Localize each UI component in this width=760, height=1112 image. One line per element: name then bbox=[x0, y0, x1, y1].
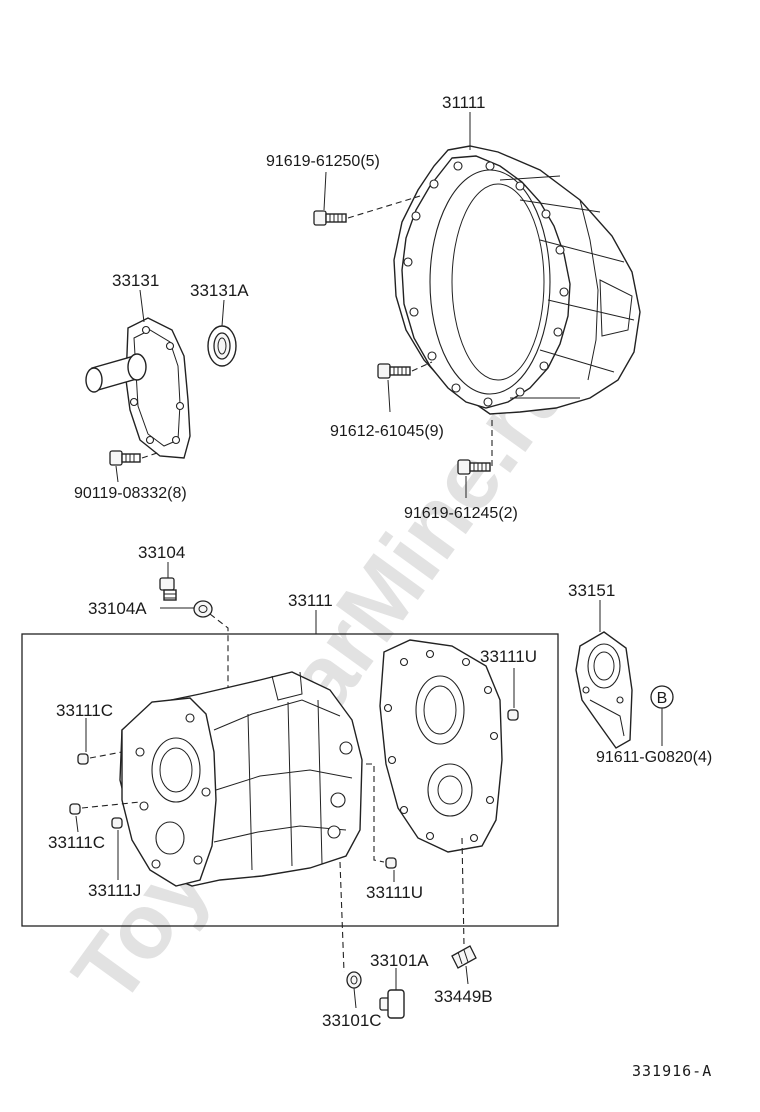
label-pin-c-top: 33111C bbox=[56, 701, 113, 720]
gasket-33101C-part bbox=[346, 971, 362, 989]
gasket-33104A-part bbox=[193, 600, 213, 618]
plug-33104-part bbox=[159, 577, 177, 601]
label-retainer: 33131 bbox=[112, 271, 159, 290]
cover-33151-part bbox=[575, 631, 633, 749]
label-pin-c-bottom: 33111C bbox=[48, 833, 105, 852]
pin-c-bottom-part bbox=[69, 803, 81, 815]
bolt-61045-part bbox=[377, 363, 411, 379]
pin-c-top-part bbox=[77, 753, 89, 765]
callout-b-marker: B bbox=[650, 685, 674, 709]
label-bolt-61245: 91619-61245(2) bbox=[404, 505, 518, 522]
drawing-code: 331916-A bbox=[632, 1062, 712, 1080]
label-oil-seal: 33131A bbox=[190, 281, 249, 300]
label-breather: 33449B bbox=[434, 987, 493, 1006]
label-bolt-g0820: 91611-G0820(4) bbox=[596, 749, 712, 766]
label-pin-u-bottom: 33111U bbox=[366, 883, 423, 902]
bell-housing-part bbox=[393, 145, 641, 415]
plug-33101A-part bbox=[379, 989, 405, 1019]
label-gasket-top: 33104A bbox=[88, 599, 147, 618]
callout-b-text: B bbox=[657, 690, 668, 707]
retainer-part bbox=[85, 317, 191, 459]
oil-seal-part bbox=[207, 325, 237, 367]
label-gasket-drain: 33101C bbox=[322, 1011, 382, 1030]
label-pin-u-top: 33111U bbox=[480, 647, 537, 666]
label-bolt-61250: 91619-61250(5) bbox=[266, 153, 380, 170]
label-bell-housing: 31111 bbox=[442, 93, 486, 112]
bolt-61250-part bbox=[313, 210, 347, 226]
label-cover: 33151 bbox=[568, 581, 615, 600]
label-plug-top: 33104 bbox=[138, 543, 185, 562]
transmission-case-part bbox=[119, 671, 363, 887]
intermediate-plate-part bbox=[379, 639, 503, 853]
label-plug-drain: 33101A bbox=[370, 951, 429, 970]
case-assy-frame bbox=[21, 633, 559, 927]
label-bolt-61045: 91612-61045(9) bbox=[330, 423, 444, 440]
bolt-08332-part bbox=[109, 450, 141, 466]
pin-u-top-part bbox=[507, 709, 519, 721]
pin-j-part bbox=[111, 817, 123, 829]
bolt-61245-part bbox=[457, 459, 491, 475]
label-bolt-08332: 90119-08332(8) bbox=[74, 485, 187, 502]
watermark-text: ToyotaCarMine.ru bbox=[54, 335, 592, 1022]
label-pin-j: 33111J bbox=[88, 881, 141, 900]
breather-33449B-part bbox=[451, 945, 477, 969]
pin-u-bottom-part bbox=[385, 857, 397, 869]
label-case-assy: 33111 bbox=[288, 591, 333, 610]
